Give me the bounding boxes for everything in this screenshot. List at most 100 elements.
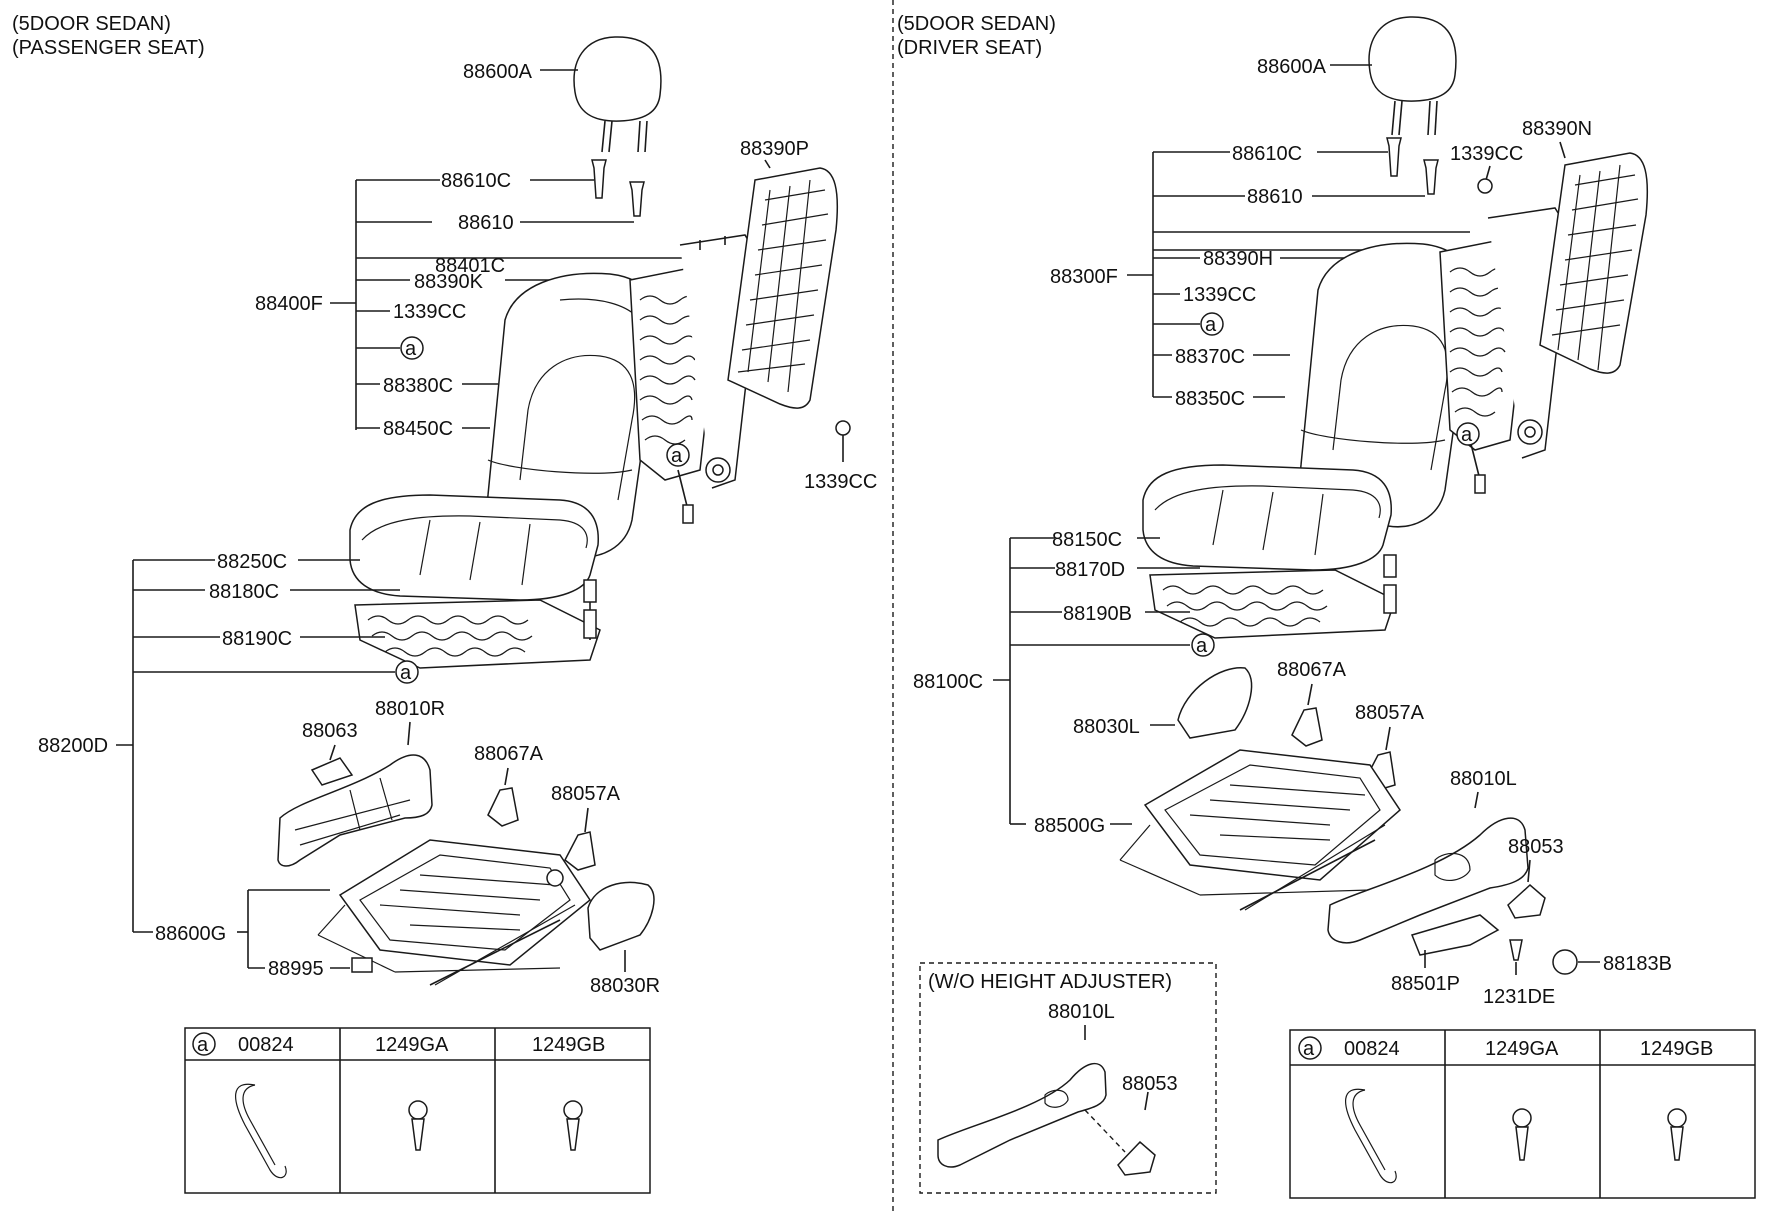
left-switch-part	[351, 957, 373, 973]
left-table-callout-letter: a	[197, 1034, 209, 1056]
left-label-cushion-wire: 88190C	[222, 628, 292, 650]
right-label-screw: 1231DE	[1483, 986, 1555, 1008]
left-callout-a-1-letter: a	[405, 338, 417, 360]
right-seat-track-part	[1119, 749, 1401, 911]
right-callout-a-1	[1200, 312, 1224, 336]
right-label-back-group: 88300F	[1050, 266, 1118, 288]
left-label-knob: 88063	[302, 720, 358, 742]
right-label-cushion-pad: 88170D	[1055, 559, 1125, 581]
right-label-cushion-cover: 88150C	[1052, 529, 1122, 551]
left-seat-cushion-part	[349, 494, 599, 601]
left-knob-part	[310, 757, 354, 786]
left-label-inner-shield: 88030R	[590, 975, 660, 997]
left-shield-part	[277, 754, 433, 867]
right-harness-part	[1469, 439, 1486, 494]
left-table-header-3: 1249GB	[532, 1034, 605, 1056]
right-table-header-2: 1249GA	[1485, 1038, 1559, 1060]
right-cap-part	[1552, 949, 1578, 975]
left-seat-track-part	[317, 839, 592, 986]
right-label-bolt1: 1339CC	[1183, 284, 1256, 306]
right-back-frame-part	[1439, 207, 1571, 459]
left-label-back-frame: 88401C	[435, 255, 505, 277]
right-label-guide1: 88610C	[1232, 143, 1302, 165]
right-shield-part	[1327, 817, 1529, 944]
left-inner-shield-part	[587, 881, 655, 951]
right-label-inner-shield: 88030L	[1073, 716, 1140, 738]
right-headrest-part	[1368, 16, 1457, 195]
left-table-header-2: 1249GA	[375, 1034, 449, 1056]
right-label-back-board: 88390N	[1522, 118, 1592, 140]
left-callout-a-2-letter: a	[671, 445, 683, 467]
left-label-guide1: 88610C	[441, 170, 511, 192]
left-cover-b-part	[564, 831, 596, 871]
left-hardware-table	[184, 1027, 651, 1194]
left-label-cushion-group: 88200D	[38, 735, 108, 757]
right-label-back-cover: 88370C	[1175, 346, 1245, 368]
left-bolt2-part	[835, 420, 851, 436]
right-label-back-wire: 88390H	[1203, 248, 1273, 270]
left-headrest-part	[573, 36, 662, 217]
left-label-cushion-pad: 88180C	[209, 581, 279, 603]
right-label-cap: 88183B	[1603, 953, 1672, 975]
right-bolt-top-part	[1477, 178, 1493, 194]
left-label-switch: 88995	[268, 958, 324, 980]
left-callout-a-1	[400, 336, 424, 360]
right-inset-label-knob: 88053	[1122, 1073, 1178, 1095]
left-label-cover-a: 88067A	[474, 743, 544, 765]
left-label-shield: 88010R	[375, 698, 445, 720]
right-callout-a-3	[1191, 633, 1215, 657]
left-title-line2: (PASSENGER SEAT)	[12, 37, 205, 59]
left-callout-a-3	[395, 660, 419, 684]
right-inset-box	[919, 962, 1217, 1194]
left-cushion-wire-part	[354, 579, 601, 669]
left-label-track-group: 88600G	[155, 923, 226, 945]
left-label-cushion-cover: 88250C	[217, 551, 287, 573]
right-label-guide2: 88610	[1247, 186, 1303, 208]
right-handle-part	[1410, 914, 1500, 956]
right-callout-a-1-letter: a	[1205, 314, 1217, 336]
right-label-cover-a: 88067A	[1277, 659, 1347, 681]
right-callout-a-3-letter: a	[1196, 635, 1208, 657]
right-label-handle: 88501P	[1391, 973, 1460, 995]
left-label-back-wire: 88390K	[414, 271, 484, 293]
right-screw-part	[1509, 939, 1523, 961]
right-label-headrest: 88600A	[1257, 56, 1327, 78]
left-cover-a-part	[487, 787, 519, 827]
right-inset-label-shield: 88010L	[1048, 1001, 1115, 1023]
left-back-board-part	[727, 167, 839, 409]
right-label-cushion-group: 88100C	[913, 671, 983, 693]
right-hardware-table	[1289, 1029, 1756, 1199]
right-label-back-pad: 88350C	[1175, 388, 1245, 410]
right-table-callout-letter: a	[1303, 1038, 1315, 1060]
left-label-cover-b: 88057A	[551, 783, 621, 805]
right-label-shield: 88010L	[1450, 768, 1517, 790]
left-table-header-1: 00824	[238, 1034, 294, 1056]
right-knob-part	[1507, 883, 1546, 919]
left-label-back-pad: 88450C	[383, 418, 453, 440]
right-callout-a-2	[1456, 422, 1480, 446]
right-back-board-part	[1539, 152, 1649, 374]
left-callout-a-2	[666, 443, 690, 467]
right-cover-a-part	[1291, 707, 1323, 747]
left-label-bolt2: 1339CC	[804, 471, 877, 493]
right-title-line2: (DRIVER SEAT)	[897, 37, 1042, 59]
left-label-back-board: 88390P	[740, 138, 809, 160]
right-table-header-3: 1249GB	[1640, 1038, 1713, 1060]
right-seat-cushion-part	[1142, 464, 1392, 571]
left-harness-part	[677, 469, 694, 524]
right-title-line1: (5DOOR SEDAN)	[897, 13, 1056, 35]
right-label-bolt-top: 1339CC	[1450, 143, 1523, 165]
right-label-cushion-wire: 88190B	[1063, 603, 1132, 625]
right-inner-shield-part	[1177, 667, 1253, 739]
right-table-header-1: 00824	[1344, 1038, 1400, 1060]
left-callout-a-3-letter: a	[400, 662, 412, 684]
right-inset-title: (W/O HEIGHT ADJUSTER)	[928, 971, 1172, 993]
right-callout-a-2-letter: a	[1461, 424, 1473, 446]
right-label-track: 88500G	[1034, 815, 1105, 837]
left-label-back-cover: 88380C	[383, 375, 453, 397]
left-label-bolt1: 1339CC	[393, 301, 466, 323]
left-label-guide2: 88610	[458, 212, 514, 234]
right-label-cover-b: 88057A	[1355, 702, 1425, 724]
